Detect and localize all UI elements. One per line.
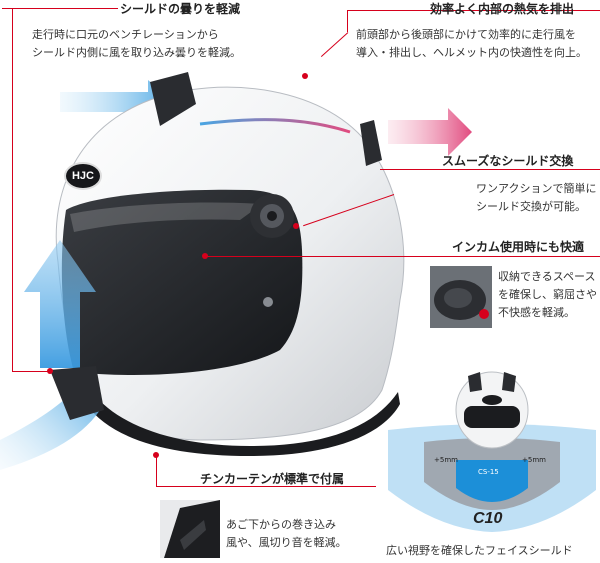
feature-desc-intercom: 収納できるスペース を確保し、窮屈さや 不快感を軽減。 bbox=[498, 268, 597, 322]
feature-desc-shield-swap: ワンアクションで簡単に シールド交換が可能。 bbox=[476, 180, 596, 216]
leader-line bbox=[2, 8, 118, 9]
callout-dot bbox=[302, 73, 308, 79]
desc-line: 導入・排出し、ヘルメット内の快適性を向上。 bbox=[356, 46, 587, 59]
feature-title-visor-fog: シールドの曇りを軽減 bbox=[120, 2, 241, 16]
desc-line: を確保し、窮屈さや bbox=[498, 288, 597, 301]
leader-line bbox=[380, 169, 600, 170]
leader-line bbox=[347, 10, 348, 32]
feature-desc-visor-fog: 走行時に口元のベンチレーションから シールド内側に風を取り込み曇りを軽減。 bbox=[32, 26, 241, 62]
leader-line bbox=[12, 8, 13, 372]
feature-title-shield-swap: スムーズなシールド交換 bbox=[442, 154, 574, 168]
desc-line: 収納できるスペース bbox=[498, 270, 596, 283]
intercom-space-photo bbox=[430, 266, 492, 328]
leader-line bbox=[347, 10, 600, 11]
fov-plus-right: +5mm bbox=[522, 456, 546, 464]
desc-line: あご下からの巻き込み bbox=[226, 518, 336, 531]
c10-logo: C10 bbox=[473, 510, 503, 527]
desc-line: ワンアクションで簡単に bbox=[476, 182, 597, 195]
fov-plus-left: +5mm bbox=[434, 456, 458, 464]
callout-dot bbox=[293, 223, 299, 229]
desc-line: シールド交換が可能。 bbox=[476, 200, 586, 213]
desc-line: 風や、風切り音を軽減。 bbox=[226, 536, 347, 549]
brand-label: HJC bbox=[71, 170, 94, 182]
leader-line bbox=[156, 486, 376, 487]
feature-title-intercom: インカム使用時にも快適 bbox=[452, 240, 585, 254]
chin-curtain-photo bbox=[160, 500, 220, 558]
field-of-view-diagram bbox=[388, 371, 596, 532]
leader-line bbox=[156, 455, 157, 487]
fov-model-label: CS-15 bbox=[478, 468, 499, 476]
feature-desc-exhaust: 前頭部から後頭部にかけて効率的に走行風を 導入・排出し、ヘルメット内の快適性を向… bbox=[356, 26, 587, 62]
feature-title-chin-curtain: チンカーテンが標準で付属 bbox=[200, 472, 345, 486]
callout-dot bbox=[202, 253, 208, 259]
leader-line bbox=[12, 371, 50, 372]
desc-line: シールド内側に風を取り込み曇りを軽減。 bbox=[32, 46, 241, 59]
callout-dot bbox=[47, 368, 53, 374]
brand-badge: HJC bbox=[64, 162, 102, 190]
desc-line: 前頭部から後頭部にかけて効率的に走行風を bbox=[356, 28, 576, 41]
desc-line: 走行時に口元のベンチレーションから bbox=[32, 28, 219, 41]
fov-caption: 広い視野を確保したフェイスシールド bbox=[386, 544, 573, 557]
feature-desc-chin-curtain: あご下からの巻き込み 風や、風切り音を軽減。 bbox=[226, 516, 347, 552]
leader-line bbox=[205, 256, 600, 257]
feature-title-exhaust: 効率よく内部の熱気を排出 bbox=[430, 2, 575, 16]
desc-line: 不快感を軽減。 bbox=[498, 306, 575, 319]
callout-dot bbox=[153, 452, 159, 458]
